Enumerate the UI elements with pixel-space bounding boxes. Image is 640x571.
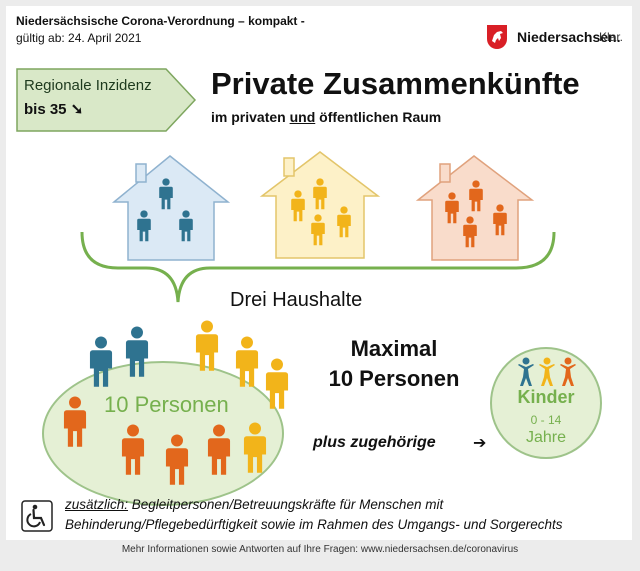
brand-suffix: Klar. bbox=[599, 30, 624, 44]
house-orange-icon bbox=[415, 155, 535, 261]
children-circle: Kinder 0 - 14 Jahre bbox=[490, 347, 602, 459]
children-age-range: 0 - 14 bbox=[530, 413, 562, 427]
children-age-unit: Jahre bbox=[525, 429, 567, 446]
note-line1-rest: Begleitpersonen/Betreuungskräfte für Men… bbox=[128, 497, 444, 512]
note-line1: zusätzlich: Begleitpersonen/Betreuungskr… bbox=[65, 497, 443, 512]
incidence-value: bis 35 ➘ bbox=[24, 101, 84, 118]
maximum-line1: Maximal bbox=[350, 336, 438, 361]
brand-name: Niedersachsen. bbox=[517, 29, 621, 45]
wheelchair-icon bbox=[21, 500, 53, 532]
households-illustration bbox=[80, 151, 556, 303]
infographic-card: Niedersächsische Corona-Verordnung – kom… bbox=[6, 6, 632, 540]
incidence-badge: Regionale Inzidenz bis 35 ➘ bbox=[16, 68, 197, 132]
horse-crest-icon bbox=[487, 25, 507, 49]
note-lead: zusätzlich: bbox=[65, 497, 129, 512]
brand-logo: Niedersachsen. Klar. bbox=[485, 20, 625, 54]
footer-info: Mehr Informationen sowie Antworten auf I… bbox=[121, 544, 519, 555]
person-blue-icon bbox=[89, 326, 149, 387]
subtitle-underlined: und bbox=[289, 109, 316, 125]
subtitle-post: öffentlichen Raum bbox=[315, 109, 442, 125]
child-figure-icon bbox=[518, 357, 576, 386]
house-yellow-icon bbox=[259, 151, 381, 259]
curly-brace bbox=[80, 231, 556, 303]
page-title: Private Zusammenkünfte bbox=[211, 66, 580, 101]
plus-children-text: plus zugehörige bbox=[313, 434, 436, 451]
group-label: 10 Personen bbox=[104, 392, 229, 417]
incidence-arrow-shape bbox=[16, 68, 197, 132]
group-people bbox=[63, 320, 289, 485]
arrow-right-icon: ➔ bbox=[473, 435, 487, 452]
subtitle-pre: im privaten bbox=[211, 109, 290, 125]
households-label: Drei Haushalte bbox=[230, 289, 363, 311]
incidence-label: Regionale Inzidenz bbox=[24, 77, 152, 94]
children-icons bbox=[518, 357, 576, 386]
header-validity: gültig ab: 24. April 2021 bbox=[16, 31, 142, 45]
maximum-statement: Maximal 10 Personen bbox=[324, 334, 464, 394]
note-line2: Behinderung/Pflegebedürftigkeit sowie im… bbox=[65, 517, 563, 532]
header-title: Niedersächsische Corona-Verordnung – kom… bbox=[16, 14, 305, 28]
house-blue-icon bbox=[111, 155, 231, 261]
maximum-line2: 10 Personen bbox=[328, 366, 460, 391]
page-subtitle: im privaten und öffentlichen Raum bbox=[211, 109, 441, 125]
children-label: Kinder bbox=[517, 387, 575, 407]
